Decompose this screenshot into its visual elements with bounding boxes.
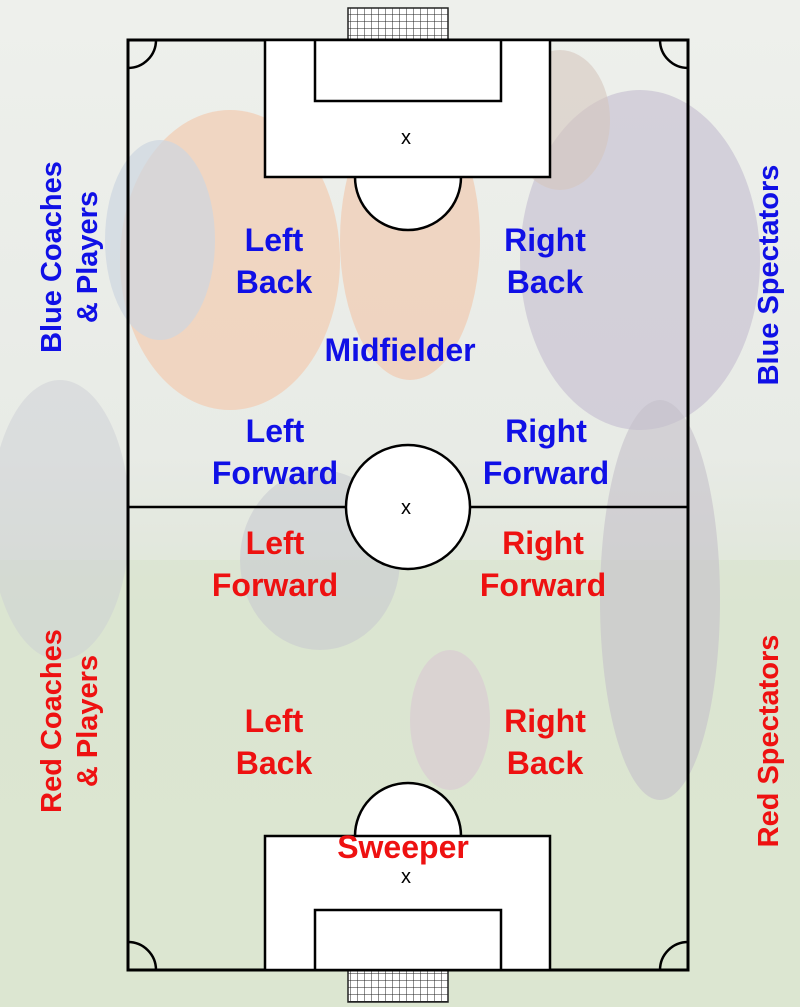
red-left-forward: Left Forward [200,522,350,606]
red-right-back: Right Back [485,700,605,784]
red-spectators-label: Red Spectators [751,616,787,866]
red-right-forward: Right Forward [463,522,623,606]
blue-left-back: Left Back [214,219,334,303]
blue-right-back: Right Back [485,219,605,303]
blue-right-forward: Right Forward [466,410,626,494]
red-left-back: Left Back [214,700,334,784]
blue-coaches-label: Blue Coaches & Players [34,147,106,367]
top-goal-box [315,40,501,101]
top-penalty-mark: x [401,127,411,150]
bottom-goal-box [315,910,501,970]
bottom-goal-net [348,970,448,1002]
red-coaches-label: Red Coaches & Players [34,611,106,831]
center-mark: x [401,497,411,520]
red-sweeper: Sweeper [318,826,488,868]
top-goal-net [348,8,448,40]
blue-midfielder: Midfielder [300,329,500,371]
bottom-penalty-mark: x [401,866,411,889]
blue-left-forward: Left Forward [200,410,350,494]
blue-spectators-label: Blue Spectators [751,150,787,400]
